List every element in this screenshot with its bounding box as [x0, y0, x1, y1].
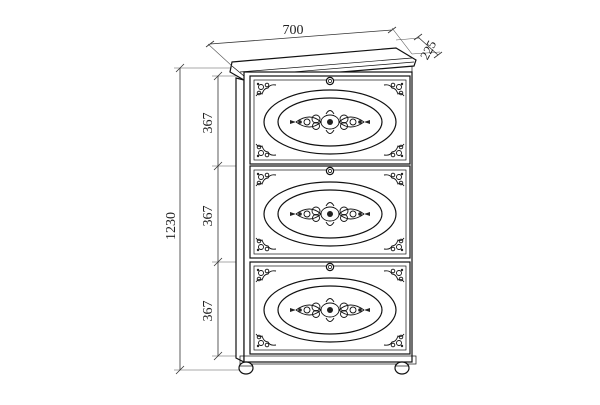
corner-ornament	[383, 268, 405, 283]
corner-ornament	[383, 143, 405, 158]
width-dimension: 700	[205, 23, 413, 67]
height-label: 1230	[164, 212, 179, 240]
corner-ornament	[383, 82, 405, 97]
corner-ornament	[255, 82, 277, 97]
center-ornament	[290, 202, 370, 226]
corner-ornament	[255, 333, 277, 348]
drawer-1	[249, 75, 411, 165]
drawer-knob	[325, 262, 335, 272]
drawer-1-height-label: 367	[201, 113, 216, 134]
drawer-fronts	[249, 75, 411, 355]
cabinet-feet	[238, 361, 410, 375]
foot-left	[238, 361, 254, 375]
corner-ornament	[383, 172, 405, 187]
height-dimension: 1230	[164, 63, 240, 375]
center-ornament	[290, 110, 370, 134]
width-label: 700	[283, 23, 304, 38]
corner-ornament	[383, 333, 405, 348]
corner-ornament	[255, 237, 277, 252]
corner-ornament	[255, 268, 277, 283]
drawer-2-height-label: 367	[201, 206, 216, 227]
drawer-knob	[325, 166, 335, 176]
corner-ornament	[255, 172, 277, 187]
corner-ornament	[383, 237, 405, 252]
center-ornament	[290, 298, 370, 322]
drawer-3	[249, 261, 411, 355]
drawer-knob	[325, 76, 335, 86]
corner-ornament	[255, 143, 277, 158]
foot-right	[394, 361, 410, 375]
depth-label: 225	[417, 38, 439, 62]
drawer-3-height-label: 367	[201, 301, 216, 322]
drawer-2	[249, 165, 411, 259]
